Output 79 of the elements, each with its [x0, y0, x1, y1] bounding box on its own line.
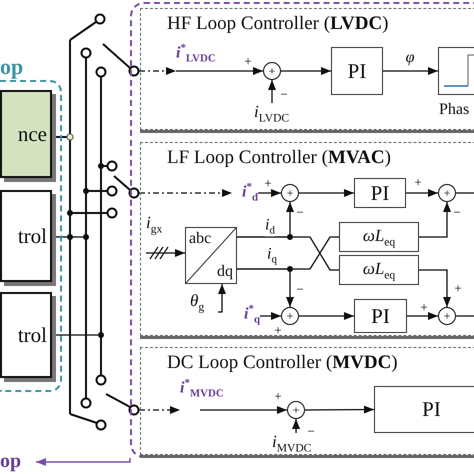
sign-label: −	[453, 206, 461, 218]
summing-junction	[263, 62, 281, 80]
arrow	[299, 189, 354, 197]
summing-junction	[287, 401, 305, 419]
arrow	[281, 67, 331, 75]
block-label: PI	[422, 397, 441, 422]
dashed-arrow	[139, 406, 180, 414]
sign-label: +	[244, 54, 252, 68]
arrow	[407, 312, 438, 320]
signal-label: i$_{LVDC}$	[254, 103, 310, 123]
block-label: ωL$_{eq}$	[362, 226, 396, 248]
sign-label: +	[444, 187, 450, 199]
connector-line	[456, 315, 474, 317]
pi-block	[354, 178, 406, 208]
arrow	[200, 406, 287, 414]
sign-label: −	[296, 206, 304, 218]
block-label: trol	[18, 224, 47, 248]
arrow	[218, 284, 226, 313]
edge-label: i$_{d}$	[265, 217, 275, 237]
block-label: nce	[18, 122, 47, 146]
block-label: PI	[370, 180, 390, 206]
arrow	[419, 269, 451, 307]
dashed-arrow	[139, 67, 176, 75]
block-label: abc	[189, 230, 212, 248]
pi-block	[331, 47, 383, 95]
summing-junction	[281, 184, 299, 202]
arrow	[268, 80, 276, 103]
controller-panel	[140, 347, 474, 455]
arrow	[383, 67, 438, 75]
block-label: PI	[348, 58, 366, 84]
block-label: ωL$_{eq}$	[362, 258, 396, 282]
panel-title: LF Loop Controller (MVAC)	[167, 147, 391, 169]
summing-junction	[438, 184, 456, 202]
arrow	[36, 458, 131, 466]
sign-label: +	[286, 310, 294, 322]
arrow	[176, 67, 263, 75]
gain-block	[339, 255, 419, 285]
block-label: trol	[18, 322, 47, 348]
gain-block	[339, 222, 419, 252]
sign-label: +	[414, 176, 422, 188]
sign-label: +	[268, 65, 276, 77]
arrow	[299, 312, 354, 320]
sign-label: +	[286, 187, 294, 199]
block-label: PI	[371, 304, 390, 328]
pi-block	[374, 386, 474, 433]
controller-panel	[140, 8, 474, 130]
sign-label: +	[292, 404, 300, 416]
connector-line	[456, 192, 474, 194]
pi-block	[354, 299, 407, 333]
arrow	[258, 189, 281, 197]
signal-label: i$_{gx}$	[146, 214, 182, 253]
arrow	[292, 419, 300, 433]
signal-label: op	[0, 452, 36, 472]
controller-panel	[140, 142, 474, 336]
group-heading: op	[0, 54, 24, 80]
sign-label: +	[274, 324, 282, 336]
sign-label: −	[280, 88, 288, 100]
block-caption: Phas	[439, 101, 470, 119]
arrow	[419, 202, 451, 238]
signal-label: θ$_{g}$	[190, 292, 218, 318]
arrow	[305, 406, 374, 414]
summing-junction	[281, 307, 299, 325]
sign-label: −	[296, 282, 304, 296]
sign-label: +	[264, 176, 272, 190]
panel-title: HF Loop Controller (LVDC)	[167, 13, 388, 35]
sign-label: +	[420, 300, 428, 314]
sign-label: +	[274, 390, 282, 402]
sign-label: +	[454, 282, 462, 294]
dashed-group-box	[130, 2, 474, 458]
panel-title: DC Loop Controller (MVDC)	[167, 352, 398, 374]
arrow	[146, 249, 185, 257]
block-label: dq	[217, 263, 233, 281]
edge-label: i$_{q}$	[267, 246, 277, 266]
arrow	[260, 312, 281, 320]
dashed-arrow	[139, 189, 232, 197]
transform-block	[185, 227, 237, 284]
sign-label: +	[444, 310, 450, 322]
summing-junction	[438, 307, 456, 325]
arrow	[406, 189, 438, 197]
